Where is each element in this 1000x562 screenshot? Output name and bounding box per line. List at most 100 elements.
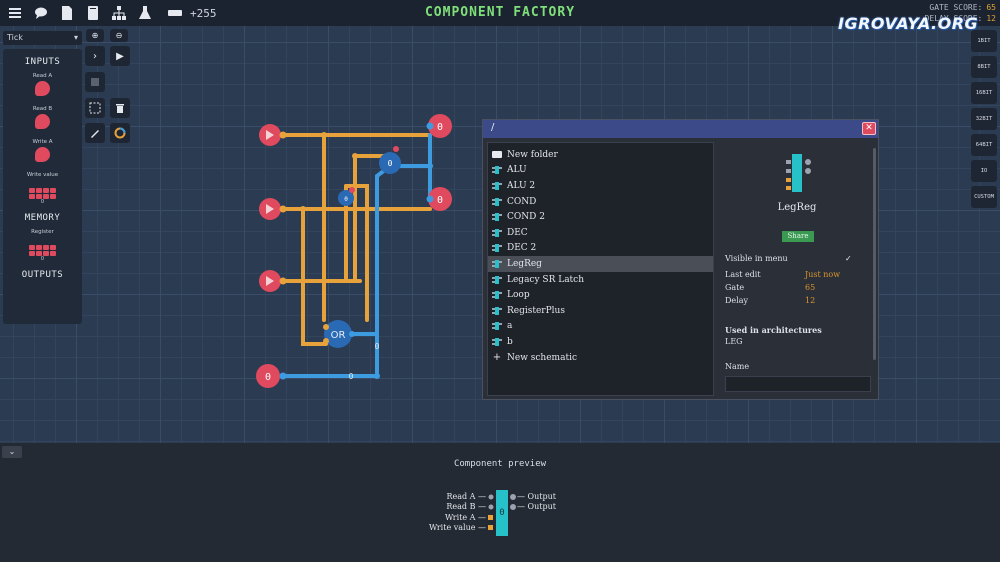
output-value-2: 0 bbox=[437, 195, 443, 206]
delete-button[interactable] bbox=[110, 98, 130, 118]
menu-icon[interactable] bbox=[4, 2, 26, 24]
or-gate-label: OR bbox=[331, 330, 346, 341]
preview-input-write-value: Write value — bbox=[428, 523, 486, 532]
input-pin-write-a[interactable] bbox=[259, 270, 287, 292]
share-button[interactable]: Share bbox=[782, 231, 814, 242]
list-item[interactable]: Legacy SR Latch bbox=[488, 272, 713, 288]
delay-value: 12 bbox=[805, 296, 816, 305]
switch-value: 0 bbox=[344, 196, 348, 203]
score-panel: GATE SCORE:65 DELAY SCORE:12 bbox=[925, 2, 996, 24]
or-gate[interactable] bbox=[323, 320, 355, 348]
gate-score-label: GATE SCORE: bbox=[929, 3, 983, 12]
list-item-label: a bbox=[507, 321, 513, 332]
list-item-new-schematic[interactable]: +New schematic bbox=[488, 350, 713, 366]
book-icon[interactable] bbox=[82, 2, 104, 24]
checkmark-icon[interactable]: ✓ bbox=[845, 254, 852, 263]
list-item-label: Legacy SR Latch bbox=[507, 274, 585, 285]
zoom-out-button[interactable]: ⊖ bbox=[110, 29, 128, 42]
list-item[interactable]: Loop bbox=[488, 287, 713, 303]
palette-write-a[interactable]: Write A bbox=[3, 139, 82, 166]
delay-label: Delay bbox=[725, 296, 748, 305]
palette-read-b[interactable]: Read B bbox=[3, 106, 82, 133]
gate-score-value: 65 bbox=[986, 3, 996, 12]
hierarchy-icon[interactable] bbox=[108, 2, 130, 24]
collapse-button[interactable]: ⌄ bbox=[2, 446, 22, 458]
list-item[interactable]: a bbox=[488, 319, 713, 335]
select-button[interactable] bbox=[85, 98, 105, 118]
component-icon bbox=[492, 166, 502, 175]
list-item-label: ALU bbox=[507, 165, 527, 176]
list-item[interactable]: RegisterPlus bbox=[488, 303, 713, 319]
tick-select[interactable]: Tick ▾ bbox=[3, 31, 82, 45]
pencil-button[interactable] bbox=[85, 123, 105, 143]
palette-register[interactable]: Register 0 bbox=[3, 229, 82, 262]
list-item-label: COND bbox=[507, 196, 537, 207]
list-item[interactable]: ALU 2 bbox=[488, 178, 713, 194]
list-item[interactable]: DEC 2 bbox=[488, 241, 713, 257]
visible-in-menu-row[interactable]: Visible in menu ✓ bbox=[725, 254, 870, 263]
watermark: IGROVAYA.ORG bbox=[838, 14, 979, 33]
preview-value: 0 bbox=[499, 508, 504, 518]
palette-item-label: Register bbox=[31, 229, 54, 235]
list-item[interactable]: COND 2 bbox=[488, 209, 713, 225]
document-icon[interactable] bbox=[56, 2, 78, 24]
list-item[interactable]: b bbox=[488, 334, 713, 350]
component-name: LegReg bbox=[777, 202, 817, 213]
select-icon bbox=[89, 102, 101, 114]
list-item-new-folder[interactable]: New folder bbox=[488, 147, 713, 163]
preview-input-write-a: Write A — bbox=[444, 513, 486, 522]
chevron-down-icon: ⌄ bbox=[8, 447, 16, 456]
play-button[interactable]: ▶ bbox=[110, 46, 130, 66]
last-edit-row: Last edit Just now bbox=[725, 270, 870, 279]
component-icon bbox=[492, 181, 502, 190]
stop-button[interactable] bbox=[85, 72, 105, 92]
component-icon bbox=[492, 244, 502, 253]
input-pin-read-b[interactable] bbox=[259, 198, 287, 220]
list-item[interactable]: COND bbox=[488, 194, 713, 210]
list-item[interactable]: ALU bbox=[488, 163, 713, 179]
component-preview-panel: ⌄ Component preview Read A — Read B — Wr… bbox=[0, 443, 1000, 562]
input-pin-write-value[interactable] bbox=[256, 364, 287, 388]
name-label: Name bbox=[725, 362, 750, 371]
pencil-icon bbox=[91, 130, 99, 138]
list-item-label: COND 2 bbox=[507, 212, 545, 223]
color-button[interactable] bbox=[110, 123, 130, 143]
preview-component: 0 bbox=[488, 490, 516, 536]
bit-button-custom[interactable]: CUSTOM bbox=[971, 186, 997, 208]
bit-switch[interactable] bbox=[338, 187, 355, 206]
list-item-label: ALU 2 bbox=[507, 180, 536, 191]
list-item-label: b bbox=[507, 336, 513, 347]
list-item[interactable]: DEC bbox=[488, 225, 713, 241]
output-pin-1[interactable] bbox=[426, 114, 453, 138]
flask-icon[interactable] bbox=[134, 2, 156, 24]
bit-button-16bit[interactable]: 16BIT bbox=[971, 82, 997, 104]
last-edit-label: Last edit bbox=[725, 270, 761, 279]
name-field[interactable] bbox=[725, 376, 871, 392]
zoom-in-button[interactable]: ⊕ bbox=[86, 29, 104, 42]
used-in-value: LEG bbox=[725, 337, 743, 346]
bit-button-32bit[interactable]: 32BIT bbox=[971, 108, 997, 130]
palette-read-a[interactable]: Read A bbox=[3, 73, 82, 100]
bit-button-1bit[interactable]: 1BIT bbox=[971, 30, 997, 52]
wire-value-1: 0 bbox=[349, 372, 354, 381]
register-component[interactable] bbox=[379, 146, 401, 174]
output-pin-2[interactable] bbox=[426, 187, 453, 211]
chat-icon[interactable] bbox=[30, 2, 52, 24]
palette-item-label: Write value bbox=[26, 172, 59, 178]
bit-button-8bit[interactable]: 8BIT bbox=[971, 56, 997, 78]
close-button[interactable]: ✕ bbox=[862, 122, 876, 135]
byte-input-icon bbox=[29, 188, 56, 199]
list-item-label: DEC bbox=[507, 227, 528, 238]
color-wheel-icon bbox=[114, 127, 126, 139]
component-icon bbox=[492, 228, 502, 237]
bit-button-io[interactable]: IO bbox=[971, 160, 997, 182]
input-pin-read-a[interactable] bbox=[259, 124, 287, 146]
list-item-selected[interactable]: LegReg bbox=[488, 256, 713, 272]
list-item-label: RegisterPlus bbox=[507, 305, 565, 316]
step-button[interactable]: › bbox=[85, 46, 105, 66]
palette-write-value[interactable]: Write value 0 bbox=[3, 172, 82, 205]
bit-button-64bit[interactable]: 64BIT bbox=[971, 134, 997, 156]
details-scrollbar[interactable] bbox=[873, 148, 876, 360]
ram-icon[interactable] bbox=[164, 2, 186, 24]
